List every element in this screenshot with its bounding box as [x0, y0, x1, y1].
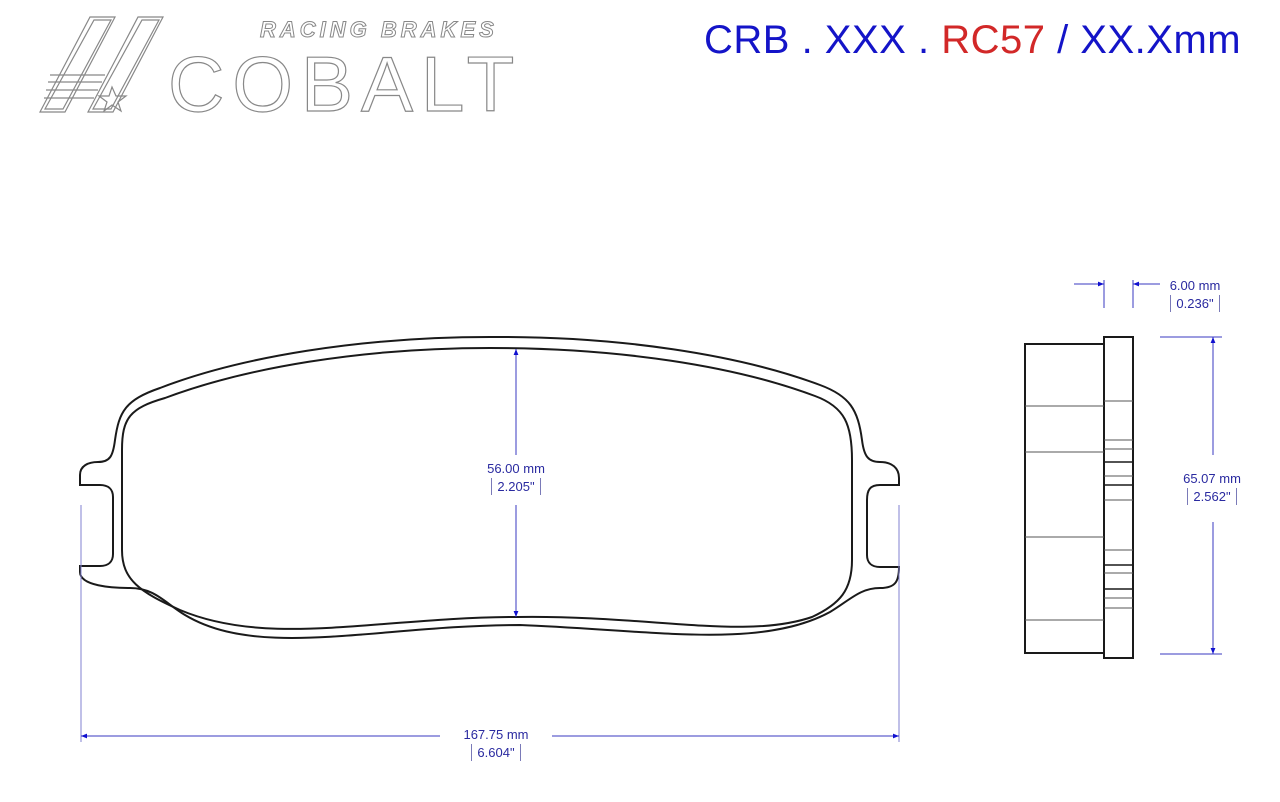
brand-name: COBALT [167, 40, 523, 128]
dimension-overall-height-in: 2.562" [1187, 488, 1237, 505]
dimension-width [80, 505, 900, 742]
part-code-sep: / [1045, 18, 1081, 62]
dimension-width-in: 6.604" [471, 744, 521, 761]
part-code-prefix: CRB [704, 18, 790, 62]
part-code: CRB . XXX . RC57 / XX.Xmm [704, 16, 1241, 64]
cobalt-logo-mark-icon [39, 16, 164, 113]
part-code-series: XXX [824, 18, 907, 62]
cobalt-logo: RACING BRAKES COBALT [20, 12, 550, 128]
friction-material-outline [121, 346, 853, 630]
brand-tagline: RACING BRAKES [260, 17, 498, 43]
dimension-height-in: 2.205" [491, 478, 541, 495]
dimension-height-mm: 56.00 mm [487, 461, 545, 476]
dimension-overall-height [1160, 336, 1222, 655]
pad-front-view [79, 335, 901, 639]
dimension-thickness [1074, 280, 1160, 308]
dimension-overall-height-mm: 65.07 mm [1183, 471, 1241, 486]
part-code-compound: RC57 [941, 18, 1046, 62]
dimension-overall-height-label: 65.07 mm 2.562" [1172, 471, 1252, 505]
part-code-thickness: XX.Xmm [1080, 18, 1242, 62]
dimension-height-label: 56.00 mm 2.205" [476, 461, 556, 495]
dimension-width-label: 167.75 mm 6.604" [446, 727, 546, 761]
part-code-sep: . [906, 18, 942, 62]
backplate-outline [79, 335, 901, 639]
part-code-sep: . [789, 18, 825, 62]
pad-side-view [1024, 336, 1134, 659]
dimension-width-mm: 167.75 mm [463, 727, 529, 742]
dimension-thickness-label: 6.00 mm 0.236" [1155, 278, 1235, 312]
dimension-thickness-mm: 6.00 mm [1169, 278, 1221, 293]
dimension-thickness-in: 0.236" [1170, 295, 1220, 312]
